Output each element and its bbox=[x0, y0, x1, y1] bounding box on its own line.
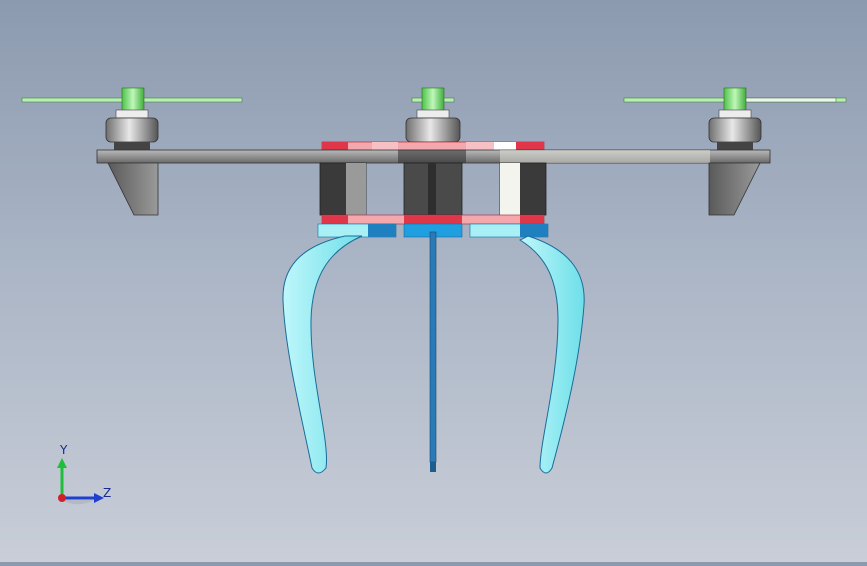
propeller-center[interactable] bbox=[411, 87, 455, 113]
axis-y-label: Y bbox=[60, 443, 68, 457]
bottom-frame-plate[interactable] bbox=[321, 214, 545, 225]
motor-left[interactable] bbox=[105, 109, 159, 150]
center-rod[interactable] bbox=[429, 231, 437, 472]
propeller-right[interactable] bbox=[623, 87, 847, 113]
claw-right[interactable] bbox=[518, 235, 585, 474]
motor-right[interactable] bbox=[708, 109, 762, 150]
leg-left[interactable] bbox=[107, 162, 159, 216]
propeller-left[interactable] bbox=[21, 87, 243, 113]
gripper-mount[interactable] bbox=[317, 223, 549, 238]
top-frame-plate[interactable] bbox=[321, 141, 545, 151]
arm-beam[interactable] bbox=[96, 149, 771, 164]
leg-right[interactable] bbox=[708, 162, 761, 216]
axis-triad bbox=[57, 458, 104, 505]
central-body[interactable] bbox=[319, 162, 547, 216]
axis-z-label: Z bbox=[103, 486, 112, 500]
claw-left[interactable] bbox=[282, 235, 363, 474]
